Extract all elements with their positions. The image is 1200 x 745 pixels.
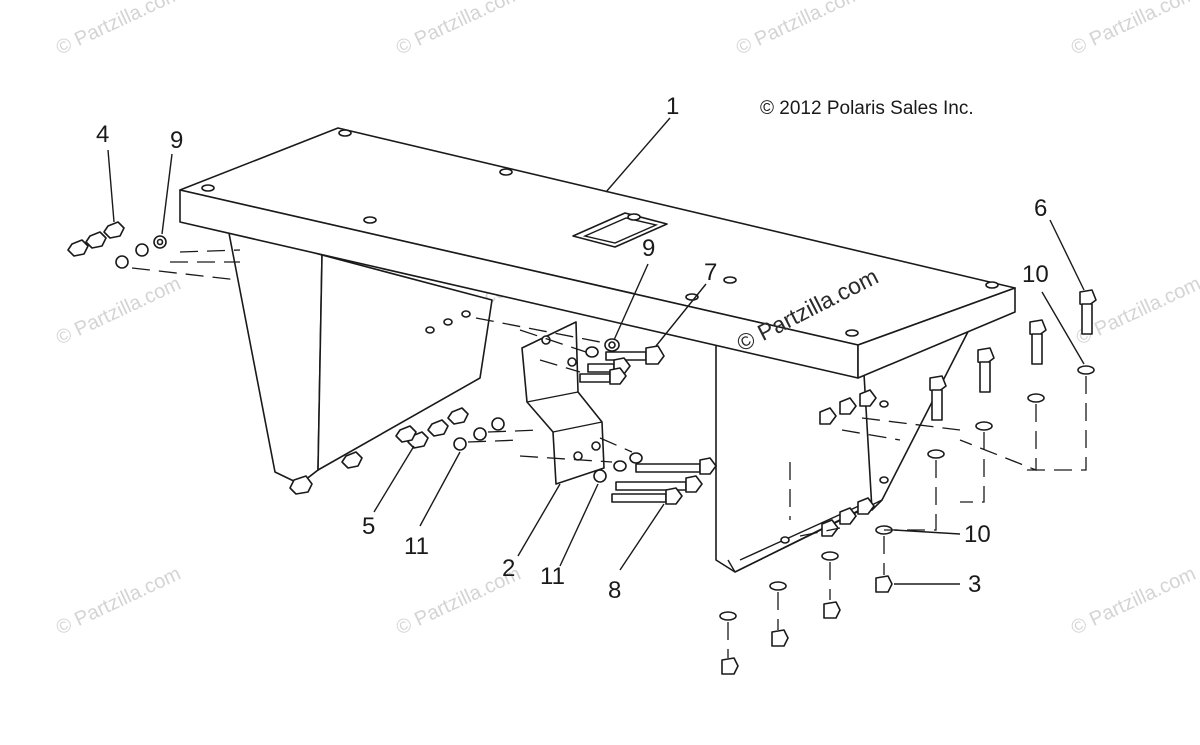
copyright-notice: © 2012 Polaris Sales Inc. [760,98,974,119]
watermark: © Partzilla.com [393,0,524,60]
watermark: © Partzilla.com [53,563,184,640]
callout-11-left: 11 [404,533,429,560]
callout-7: 7 [704,259,717,286]
watermark: © Partzilla.com [1068,0,1199,60]
watermark: © Partzilla.com [53,273,184,350]
watermark: © Partzilla.com [53,0,184,60]
hardware-center-bolts [475,317,717,505]
callout-6: 6 [1034,195,1047,222]
part-1-rack-frame [179,127,1016,573]
part-2-mounting-bracket [521,321,605,485]
callout-10-top: 10 [1022,261,1049,288]
bolt-vertical [1079,289,1097,335]
callout-2: 2 [502,555,515,582]
callout-8: 8 [608,577,621,604]
hardware-right-cluster [719,289,1097,675]
callout-9-left: 9 [170,127,183,154]
callout-4: 4 [96,121,109,148]
callout-1: 1 [666,93,679,120]
leader-lines [107,117,1085,585]
callout-3: 3 [968,571,981,598]
hardware-left-cluster [67,221,541,495]
watermark: © Partzilla.com [733,0,864,60]
deck-holes [201,129,999,337]
callout-9-center: 9 [642,235,655,262]
watermark: © Partzilla.com [1068,563,1199,640]
callout-11-center: 11 [540,563,565,590]
callout-10-bottom: 10 [964,521,991,548]
callout-labels: 1 2 3 4 5 6 7 8 9 9 10 10 11 11 [96,93,1049,604]
callout-5: 5 [362,513,375,540]
